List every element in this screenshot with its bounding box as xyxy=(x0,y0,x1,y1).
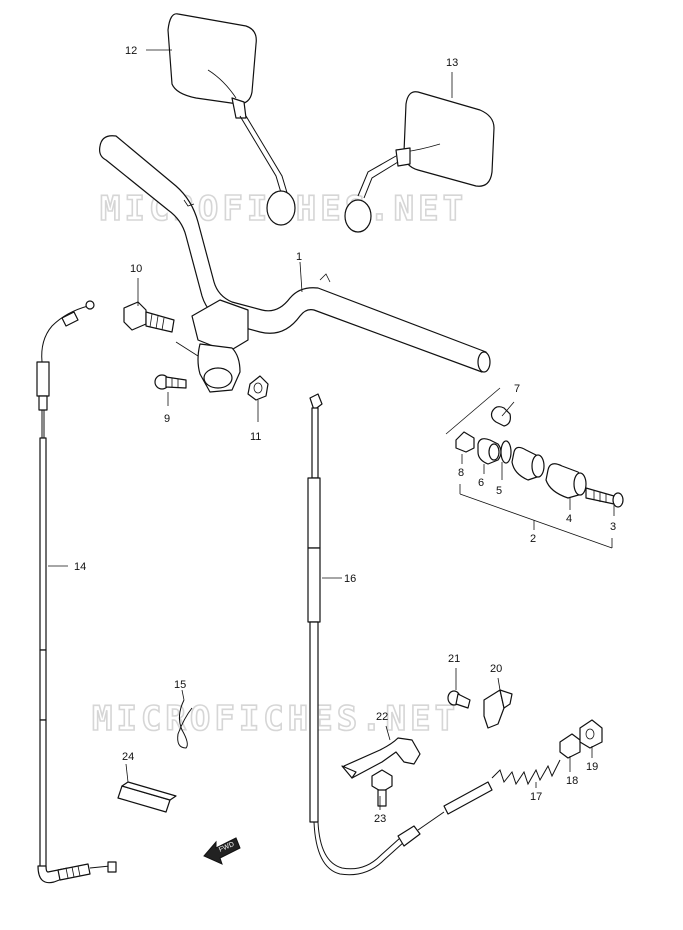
spring-17 xyxy=(491,759,561,788)
callout-14: 14 xyxy=(74,561,86,573)
pad-24 xyxy=(117,763,177,813)
callout-7: 7 xyxy=(514,383,520,395)
callout-21: 21 xyxy=(448,653,460,665)
callout-16: 16 xyxy=(344,573,356,585)
callout-18: 18 xyxy=(566,775,578,787)
callout-13: 13 xyxy=(446,57,458,69)
callout-23: 23 xyxy=(374,813,386,825)
adjuster-18 xyxy=(559,733,581,759)
callout-labels: 12 13 1 10 9 11 7 8 6 5 4 3 2 14 16 21 2… xyxy=(74,45,616,825)
bolt-21 xyxy=(447,690,471,709)
callout-10: 10 xyxy=(130,263,142,275)
callout-1: 1 xyxy=(296,251,302,263)
bracket-22 xyxy=(341,725,421,779)
nut-11 xyxy=(247,375,269,401)
callout-3: 3 xyxy=(610,521,616,533)
callout-9: 9 xyxy=(164,413,170,425)
mirror-left xyxy=(167,13,296,226)
callout-6: 6 xyxy=(478,477,484,489)
clip-15 xyxy=(177,689,193,749)
callout-5: 5 xyxy=(496,485,502,497)
bolt-23 xyxy=(371,769,393,807)
callout-19: 19 xyxy=(586,761,598,773)
bracket-20 xyxy=(483,677,513,729)
cable-16 xyxy=(307,393,493,876)
cable-14 xyxy=(36,300,117,884)
forward-arrow-icon: FWD xyxy=(203,837,241,865)
nut-19 xyxy=(579,719,603,749)
callout-22: 22 xyxy=(376,711,388,723)
leader-lines xyxy=(137,49,615,810)
callout-4: 4 xyxy=(566,513,572,525)
callout-8: 8 xyxy=(458,467,464,479)
bolt-10 xyxy=(123,301,175,333)
watermark-bottom: MICROFICHES.NET xyxy=(92,699,459,739)
callout-17: 17 xyxy=(530,791,542,803)
mirror-right xyxy=(344,91,495,233)
callout-12: 12 xyxy=(125,45,137,57)
handlebar xyxy=(99,135,491,393)
callout-11: 11 xyxy=(250,431,261,443)
bar-end-balancer-group xyxy=(445,387,624,549)
bolt-9 xyxy=(154,374,187,390)
callout-24: 24 xyxy=(122,751,134,763)
callout-15: 15 xyxy=(174,679,186,691)
callout-2: 2 xyxy=(530,533,536,545)
callout-20: 20 xyxy=(490,663,502,675)
